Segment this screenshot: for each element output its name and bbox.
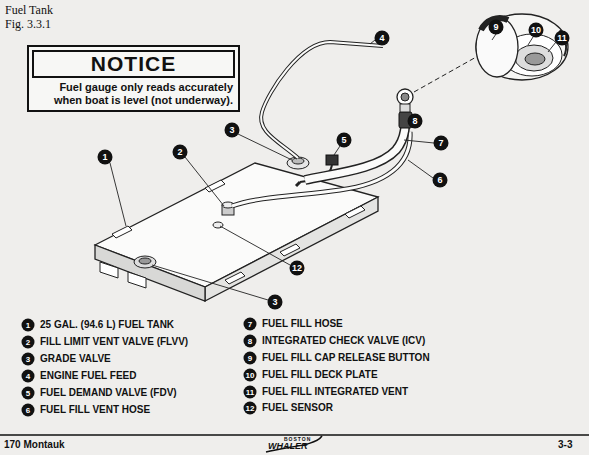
- notice-heading: NOTICE: [32, 50, 235, 78]
- part-name: 25 GAL. (94.6 L) FUEL TANK: [40, 319, 174, 331]
- part-name: FUEL FILL INTEGRATED VENT: [262, 386, 408, 398]
- callout-number: 12: [290, 261, 305, 276]
- list-number: 1: [22, 319, 35, 332]
- list-number: 3: [22, 353, 35, 366]
- fuel-feed-line: [261, 42, 383, 158]
- brand-swoosh: [266, 436, 322, 452]
- fill-opening: [515, 45, 553, 71]
- mount-tab: [280, 244, 300, 256]
- fill-cap: [476, 17, 518, 77]
- model-name: 170 Montauk: [4, 439, 65, 450]
- callout-number: 3: [225, 123, 240, 138]
- leader-line: [404, 140, 434, 143]
- list-number: 2: [22, 336, 35, 349]
- leader-line: [492, 34, 496, 40]
- page-number: 3-3: [558, 439, 572, 450]
- leader-line: [408, 160, 433, 178]
- callout-number: 11: [555, 31, 570, 46]
- list-number: 7: [244, 318, 257, 331]
- callout-number: 5: [337, 133, 352, 148]
- fill-fitting: [401, 93, 409, 101]
- leader-line: [334, 146, 340, 155]
- mount-tab: [112, 226, 132, 238]
- mount-tab: [100, 262, 118, 278]
- deck-plate: [476, 14, 568, 80]
- mount-tab: [225, 272, 245, 284]
- part-name: INTEGRATED CHECK VALVE (ICV): [262, 335, 425, 347]
- assembly-line: [414, 56, 478, 92]
- fuel-sensor: [134, 256, 156, 268]
- list-number: 12: [244, 402, 257, 415]
- leader-line: [152, 265, 268, 300]
- list-number: 8: [244, 335, 257, 348]
- part-name: FILL LIMIT VENT VALVE (FLVV): [40, 336, 188, 348]
- list-number: 9: [244, 352, 257, 365]
- list-number: 10: [244, 369, 257, 382]
- vent-hose: [232, 132, 410, 206]
- fuel-feed-line: [261, 42, 383, 158]
- tank-end: [95, 245, 205, 301]
- callout-number: 7: [434, 136, 449, 151]
- callout-number: 10: [529, 23, 544, 38]
- mount-tab: [128, 272, 146, 288]
- footer-rule: [0, 434, 589, 436]
- notice-text: Fuel gauge only reads accurately when bo…: [29, 80, 238, 107]
- fill-fitting: [400, 104, 410, 112]
- leader-line: [110, 163, 126, 226]
- figure-number: Fig. 3.3.1: [5, 17, 51, 32]
- notice-box: NOTICEFuel gauge only reads accurately w…: [27, 45, 240, 112]
- part-name: FUEL FILL HOSE: [262, 318, 343, 330]
- part-name: GRADE VALVE: [40, 353, 111, 365]
- callout-number: 3: [268, 295, 283, 310]
- fill-hose: [305, 108, 405, 180]
- leader-line: [185, 157, 224, 206]
- demand-valve: [326, 155, 338, 165]
- leader-line: [528, 37, 533, 45]
- part-name: FUEL SENSOR: [262, 402, 333, 414]
- list-number: 11: [244, 386, 257, 399]
- leader-line: [548, 42, 556, 52]
- tank-side: [205, 197, 378, 301]
- part-name: FUEL FILL VENT HOSE: [40, 404, 150, 416]
- callout-number: 8: [408, 114, 423, 129]
- mount-tab: [345, 206, 365, 218]
- callout-number: 1: [98, 150, 113, 165]
- fill-fitting: [397, 89, 413, 105]
- fill-opening: [525, 53, 545, 65]
- part-name: ENGINE FUEL FEED: [40, 370, 137, 382]
- vent-hose: [232, 132, 410, 206]
- list-number: 4: [22, 370, 35, 383]
- list-number: 5: [22, 387, 35, 400]
- grade-valve: [292, 158, 304, 164]
- callout-number: 4: [375, 31, 390, 46]
- list-number: 6: [22, 404, 35, 417]
- figure-title: Fuel Tank: [5, 3, 53, 18]
- callout-number: 9: [489, 20, 504, 35]
- part-name: FUEL FILL CAP RELEASE BUTTON: [262, 352, 430, 364]
- fitting: [296, 182, 300, 186]
- part-name: FUEL FILL DECK PLATE: [262, 369, 378, 381]
- callout-number: 6: [433, 173, 448, 188]
- fill-hose: [305, 108, 405, 180]
- leader-line: [220, 226, 290, 265]
- leader-line: [238, 134, 292, 160]
- fuel-sensor: [139, 258, 151, 264]
- brand-logo-text: WHALER: [268, 441, 308, 451]
- callout-number: 2: [173, 145, 188, 160]
- part-name: FUEL DEMAND VALVE (FDV): [40, 387, 177, 399]
